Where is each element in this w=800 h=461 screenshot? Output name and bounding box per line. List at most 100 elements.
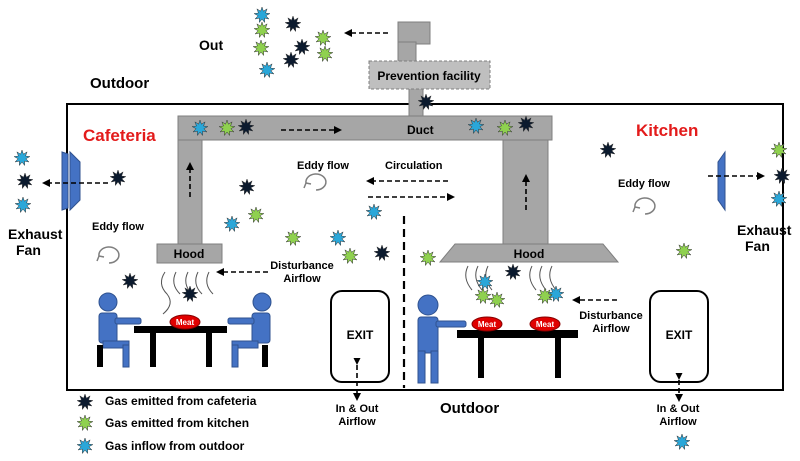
disturbance-right-label: Disturbance [579, 310, 643, 322]
duct-label: Duct [407, 123, 434, 137]
airflow-right-label: Airflow [592, 323, 630, 335]
gas-cafeteria-particle [417, 93, 435, 111]
out-label: Out [199, 37, 223, 53]
table-left [134, 326, 227, 367]
person-center [227, 292, 272, 368]
gas-cafeteria-particle [181, 285, 199, 303]
eddy-flow-right-label: Eddy flow [618, 178, 670, 190]
gas-cafeteria-particle [504, 263, 522, 281]
airflow-in-out-left-label: Airflow [338, 416, 376, 428]
gas-particles [13, 6, 791, 455]
exit-right-label: EXIT [666, 328, 693, 342]
gas-cafeteria-particle [76, 393, 94, 411]
gas-kitchen-particle [419, 249, 437, 267]
hood-left-label: Hood [174, 247, 205, 261]
gas-cafeteria-particle [293, 38, 311, 56]
fan-left-label: Fan [16, 242, 41, 258]
gas-kitchen-particle [341, 247, 359, 265]
gas-kitchen-particle [488, 291, 506, 309]
fan-right-label: Fan [745, 238, 770, 254]
gas-outdoor-particle [770, 190, 788, 208]
gas-cafeteria-particle [373, 244, 391, 262]
exhaust-left-label: Exhaust [8, 226, 63, 242]
in-out-right-label: In & Out [657, 403, 700, 415]
eddy-flow-left-label: Eddy flow [92, 221, 144, 233]
person-left [97, 292, 142, 368]
gas-outdoor-particle [76, 437, 94, 455]
hood-right-label: Hood [514, 247, 545, 261]
table-right [457, 330, 578, 378]
meat-right-2-label: Meat [536, 320, 555, 329]
gas-kitchen-particle [76, 414, 94, 432]
exhaust-fan-left-body [69, 150, 81, 212]
hood-left [156, 243, 223, 264]
gas-kitchen-particle [474, 287, 492, 305]
legend-label-cafeteria: Gas emitted from cafeteria [105, 394, 257, 408]
cafeteria-label: Cafeteria [83, 126, 156, 145]
in-out-left-label: In & Out [336, 403, 379, 415]
gas-cafeteria-particle [284, 15, 302, 33]
gas-outdoor-particle [223, 215, 241, 233]
eddy-swirls [96, 173, 656, 264]
exhaust-fan-right [717, 150, 726, 212]
gas-kitchen-particle [316, 45, 334, 63]
gas-cafeteria-particle [773, 167, 791, 185]
gas-outdoor-particle [329, 229, 347, 247]
legend-label-outdoor: Gas inflow from outdoor [105, 439, 245, 453]
duct-system [156, 21, 620, 264]
airflow-arrows [42, 29, 765, 402]
gas-kitchen-particle [247, 206, 265, 224]
gas-kitchen-particle [536, 287, 554, 305]
airflow-in-out-right-label: Airflow [659, 416, 697, 428]
legend: Gas emitted from cafeteria Gas emitted f… [105, 394, 257, 453]
meat-right-1-label: Meat [478, 320, 497, 329]
gas-kitchen-particle [253, 21, 271, 39]
hood-right [438, 243, 620, 263]
gas-cafeteria-particle [599, 141, 617, 159]
meat-right-2 [529, 316, 561, 332]
outdoor-top-label: Outdoor [90, 75, 149, 92]
gas-outdoor-particle [673, 433, 691, 451]
gas-kitchen-particle [284, 229, 302, 247]
eddy-flow-center-label: Eddy flow [297, 160, 349, 172]
gas-cafeteria-particle [121, 272, 139, 290]
gas-cafeteria-particle [16, 172, 34, 190]
outdoor-bottom-label: Outdoor [440, 400, 499, 417]
gas-outdoor-particle [467, 117, 485, 135]
circulation-label: Circulation [385, 160, 443, 172]
prevention-facility-box [368, 60, 491, 90]
kitchen-label: Kitchen [636, 121, 698, 140]
gas-kitchen-particle [218, 119, 236, 137]
gas-outdoor-particle [365, 203, 383, 221]
gas-kitchen-particle [252, 39, 270, 57]
gas-outdoor-particle [547, 285, 565, 303]
meat-left-label: Meat [176, 318, 195, 327]
disturbance-left-label: Disturbance [270, 260, 334, 272]
exhaust-fan-left [61, 151, 69, 211]
smoke-lines [161, 265, 557, 315]
gas-cafeteria-particle [238, 178, 256, 196]
gas-kitchen-particle [496, 119, 514, 137]
airflow-left-label: Airflow [283, 273, 321, 285]
meat-left [169, 314, 201, 330]
gas-outdoor-particle [476, 273, 494, 291]
gas-outdoor-particle [258, 61, 276, 79]
gas-outdoor-particle [191, 119, 209, 137]
exhaust-right-label: Exhaust [737, 222, 792, 238]
gas-kitchen-particle [314, 29, 332, 47]
gas-outdoor-particle [253, 6, 271, 24]
gas-kitchen-particle [770, 141, 788, 159]
exit-left-label: EXIT [347, 328, 374, 342]
gas-outdoor-particle [13, 149, 31, 167]
gas-cafeteria-particle [109, 169, 127, 187]
gas-outdoor-particle [14, 196, 32, 214]
duct [177, 115, 553, 141]
gas-cafeteria-particle [517, 115, 535, 133]
gas-kitchen-particle [675, 242, 693, 260]
meat-right-1 [471, 316, 503, 332]
prevention-facility-label: Prevention facility [377, 69, 481, 83]
legend-label-kitchen: Gas emitted from kitchen [105, 416, 249, 430]
person-cook [417, 294, 467, 384]
gas-cafeteria-particle [237, 118, 255, 136]
